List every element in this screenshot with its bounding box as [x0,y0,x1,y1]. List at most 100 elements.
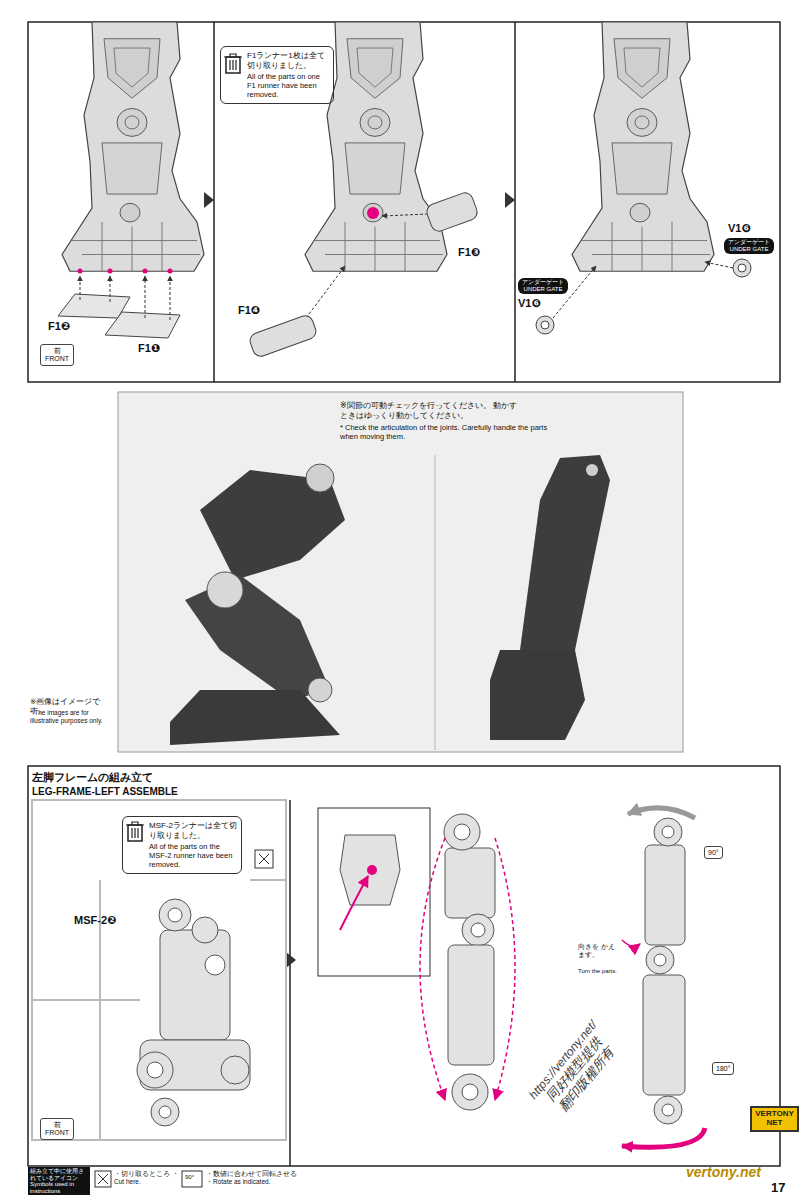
frame-part [221,1056,249,1084]
cut-icon [255,850,273,868]
cut-icon [95,1171,111,1187]
legend-text: ・切り取るところ ・Cut here. [114,1170,180,1186]
node-text: 90° [708,849,719,856]
photo-panel [207,572,243,608]
rotate-arrow [628,808,695,818]
foot-plate [58,294,180,338]
guide-arrow [80,276,81,300]
page-number: 17 [771,1180,785,1196]
part-drawing [738,264,746,272]
rotate-icon [182,1171,202,1187]
part-number: F1❷ [48,320,70,333]
pink-mark [108,269,113,274]
frame-part [662,1104,674,1116]
guide-arrow [110,276,111,302]
front-icon: 前FRONT [40,1118,74,1140]
frame-part [159,899,191,931]
guide-arrow [80,214,733,326]
pink-mark [367,207,379,219]
frame-part [645,845,685,945]
part-drawing [733,259,751,277]
frame-part [643,975,685,1095]
photo-panel [185,575,330,700]
part-drawing [425,191,480,234]
step-arrow [204,192,214,208]
photo-panel [118,392,683,752]
node-text: FRONT [45,1129,69,1137]
icon-text: 90° [185,1174,194,1181]
node-text: 組み立て中に使用されているアイコン [30,1168,88,1181]
note-text: ※関節の可動チェックを行ってください。 動かすときはゆっくり動かしてください。 [340,401,520,420]
part-number: F1❹ [238,304,260,317]
photo-panel [520,455,610,650]
part-drawing [536,316,554,334]
guide-arrow [145,276,146,318]
guide-arrow [705,262,733,268]
panel-frame [28,22,780,382]
node-text: 左脚フレームの組み立て [32,770,178,785]
frame-part [444,814,480,850]
photo-panel [118,392,683,752]
frame-part [445,848,495,918]
node-text: All of the parts on one F1 runner have b… [247,72,329,99]
node-text: MSF-2ランナーは全て切り取りました。 [149,821,237,840]
leg-drawing [572,22,714,271]
inset-box [318,808,430,976]
part-drawing [541,321,549,329]
rotate-arrow [420,808,705,1147]
watermark: vertony.net [686,1164,761,1181]
note-icon [224,54,242,73]
frame-part [137,1052,173,1088]
inset-box [340,876,368,930]
node-text: アンダーゲート [728,239,770,246]
frame-part [448,945,494,1065]
step-arrow [286,952,296,968]
node-text: Symbols used in instructions [30,1181,88,1194]
inset-box [367,865,377,875]
frame-part [192,917,218,943]
frame-part [654,954,666,966]
under-gate-tag: アンダーゲートUNDER GATE [518,278,568,294]
frame-part [160,930,230,1040]
node-text: VERTONY NET [754,1110,795,1128]
cut-icon [95,850,273,1187]
icon-legend-title: 組み立て中に使用されているアイコンSymbols used in instruc… [28,1167,90,1195]
pink-mark [78,269,83,274]
frame-part [654,818,682,846]
photo-panel [586,464,598,476]
node-text: 前 [45,347,69,355]
photo-panel [435,455,436,750]
rotate-icon: 90° [704,846,723,859]
node-text: FRONT [45,355,69,363]
foot-plate [58,294,130,318]
rotate-arrow [622,1128,705,1147]
runner [32,800,286,1140]
panel-frame [28,22,780,1166]
node-text: LEG-FRAME-LEFT ASSEMBLE [32,786,178,797]
frame-part [662,826,674,838]
leg-drawing [62,22,204,271]
node-text: アンダーゲート [522,279,564,286]
frame-part [168,908,182,922]
node-text: UNDER GATE [728,246,770,253]
under-gate-tag: アンダーゲートUNDER GATE [724,238,774,254]
cut-icon [259,854,269,864]
frame-part [462,1084,478,1100]
node-text: UNDER GATE [522,286,564,293]
frame-part [471,923,485,937]
frame-part [462,914,494,946]
inset-box [318,808,430,976]
photo-panel [306,464,334,492]
note-text: * The images are for illustrative purpos… [30,709,116,725]
frame-part [454,824,470,840]
node-text: All of the parts on the MSF-2 runner hav… [149,842,237,869]
frame-part [151,1098,179,1126]
note-icon [126,822,144,841]
rotate-arrow [622,940,640,946]
photo-panel [490,650,585,740]
note-text: 向きを かえます。 [578,943,618,960]
note-box: F1ランナー1枚は全て切り取りました。All of the parts on o… [220,46,334,104]
part-number: F1❶ [138,342,160,355]
inset-box [340,835,400,905]
